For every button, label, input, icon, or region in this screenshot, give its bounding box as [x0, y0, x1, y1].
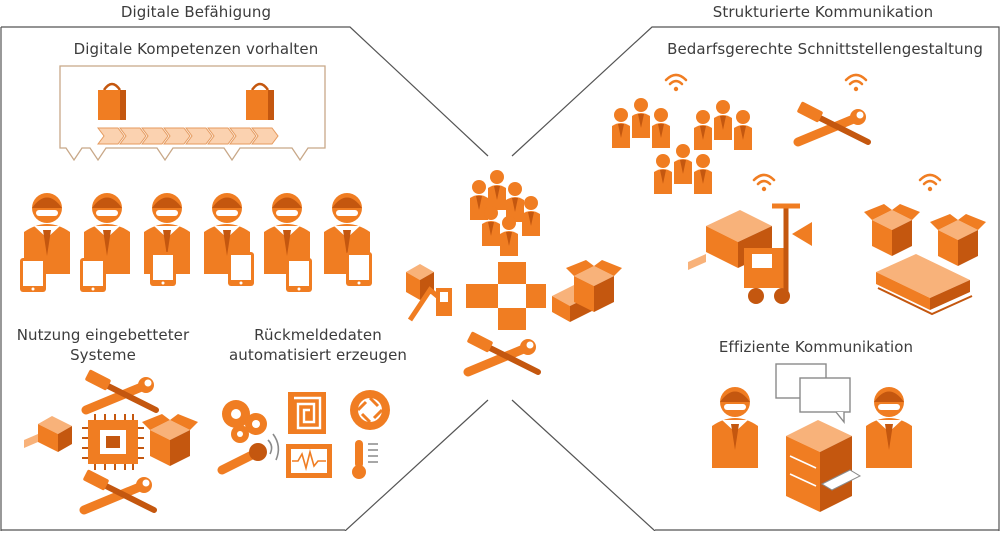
box-icon: [142, 414, 198, 466]
cross-connector-icon: [466, 262, 546, 330]
worker-icon: [712, 387, 758, 468]
rfid-chip-icon: [288, 392, 326, 434]
process-chevron-icon: [97, 127, 279, 145]
competence-heading: Digitale Kompetenzen vorhalten: [73, 40, 319, 58]
tools-icon: [85, 369, 156, 410]
machine-icon: [24, 416, 72, 452]
sensor-icon: [217, 433, 280, 475]
worker-icon: [866, 387, 912, 468]
wifi-icon: [664, 73, 688, 93]
thermometer-icon: [352, 440, 378, 479]
embedded-heading-line1: Nutzung eingebetteter: [16, 326, 190, 344]
left-panel-frame: [0, 26, 489, 532]
aperture-icon: [350, 390, 390, 430]
center-crowd: [470, 170, 540, 256]
center-robot-icon: [406, 264, 452, 322]
box-stack-icon: [864, 204, 986, 316]
tools-icon: [83, 469, 154, 510]
efficient-heading: Effiziente Kommunikation: [718, 338, 914, 356]
crowd-group-icon: [612, 98, 752, 194]
tablet-icon: [228, 252, 254, 286]
tablet-icon: [80, 258, 106, 292]
tools-icon: [797, 101, 868, 142]
cpu-chip-icon: [82, 414, 144, 470]
wifi-icon: [752, 173, 776, 193]
tools-icon: [467, 331, 538, 372]
embedded-heading-line2: Systeme: [70, 346, 136, 364]
feedback-heading-line1: Rückmeldedaten: [254, 326, 382, 344]
center-materials-icon: [552, 260, 622, 322]
filing-cabinet-icon: [786, 420, 862, 512]
speech-bubble-icon: [799, 377, 851, 423]
gears-icon: [222, 400, 267, 443]
tablet-icon: [150, 252, 176, 286]
forklift-icon: [688, 203, 812, 304]
interface-heading: Bedarfsgerechte Schnittstellengestaltung: [667, 40, 983, 58]
oscilloscope-icon: [286, 444, 332, 478]
feedback-heading-line2: automatisiert erzeugen: [228, 346, 408, 364]
right-panel-title: Strukturierte Kommunikation: [712, 3, 934, 21]
tablet-icon: [286, 258, 312, 292]
tablet-icon: [346, 252, 372, 286]
right-panel-frame: [511, 26, 1000, 532]
wifi-icon: [918, 173, 942, 193]
left-panel-title: Digitale Befähigung: [120, 3, 272, 21]
wifi-icon: [844, 73, 868, 93]
tablet-icon: [20, 258, 46, 292]
